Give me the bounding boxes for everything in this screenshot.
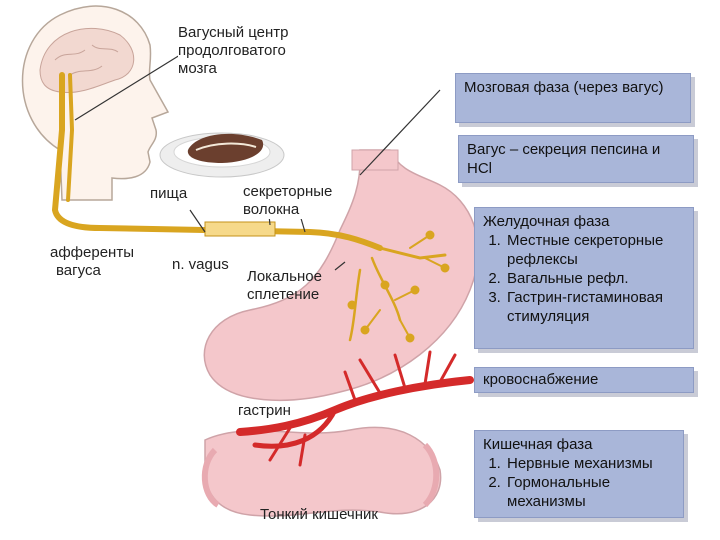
small-intestine-label: Тонкий кишечник	[260, 506, 378, 523]
vagus-nerve-pathway	[51, 72, 450, 343]
local-plexus-label: Локальное сплетение	[247, 268, 322, 303]
gastric-phase-item: Гастрин-гистаминовая стимуляция	[505, 288, 685, 326]
n-vagus-label: n. vagus	[172, 256, 229, 274]
food-plate-illustration	[159, 132, 285, 178]
intestinal-phase-box: Кишечная фаза Нервные механизмы Гормонал…	[474, 430, 684, 518]
gastrin-label: гастрин	[238, 402, 291, 420]
intestinal-phase-list: Нервные механизмы Гормональные механизмы	[483, 454, 675, 511]
vagus-center-label: Вагусный центр продолговатого мозга	[178, 24, 318, 78]
gastric-artery	[236, 350, 474, 467]
vagus-afferents-label: афференты вагуса	[50, 244, 134, 280]
blood-supply-box: кровоснабжение	[474, 367, 694, 393]
gastric-phase-item: Вагальные рефл.	[505, 269, 685, 288]
intestinal-phase-item: Нервные механизмы	[505, 454, 675, 473]
head-illustration	[21, 5, 170, 201]
small-intestine-illustration	[201, 426, 442, 517]
gastric-phase-item: Местные секреторные рефлексы	[505, 231, 685, 269]
n-vagus-segment	[204, 221, 276, 237]
gastric-phase-box: Желудочная фаза Местные секреторные рефл…	[474, 207, 694, 349]
secretory-fibers-label: секреторные волокна	[243, 183, 333, 219]
food-label: пища	[150, 185, 188, 203]
vagus-secretion-box: Вагус – секреция пепсина и HCl	[458, 135, 694, 183]
cephalic-phase-box: Мозговая фаза (через вагус)	[455, 73, 691, 123]
intestinal-phase-title: Кишечная фаза	[483, 436, 593, 453]
gastric-phase-title: Желудочная фаза	[483, 213, 610, 230]
gastric-phase-list: Местные секреторные рефлексы Вагальные р…	[483, 231, 685, 326]
intestinal-phase-item: Гормональные механизмы	[505, 473, 675, 511]
